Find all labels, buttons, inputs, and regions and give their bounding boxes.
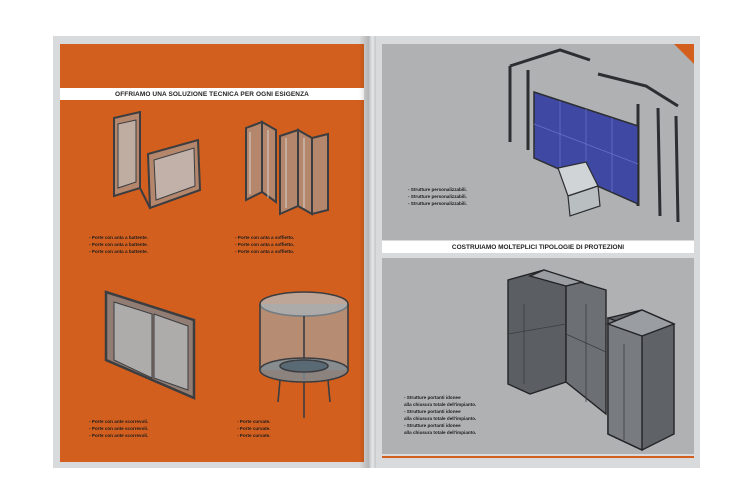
folding-door-icon xyxy=(245,120,329,216)
orange-corner xyxy=(674,44,694,64)
caption-enclosure: - Strutture portanti idonee alla chiusur… xyxy=(404,395,477,435)
custom-frame-structure-icon xyxy=(508,48,680,223)
caption-sliding: - Porte con ante scorrevoli. - Porte con… xyxy=(89,419,149,438)
caption-hinged: - Porte con anta a battente. - Porte con… xyxy=(89,235,148,254)
brochure-spread: OFFRIAMO UNA SOLUZIONE TECNICA PER OGNI … xyxy=(53,36,700,468)
left-banner-text: OFFRIAMO UNA SOLUZIONE TECNICA PER OGNI … xyxy=(115,90,309,98)
caption-curved: - Porte curvate. - Porte curvate. - Port… xyxy=(237,419,271,438)
left-fold-shadow xyxy=(359,36,369,468)
bottom-orange-stripe xyxy=(382,456,694,458)
right-banner-text: COSTRUIAMO MOLTEPLICI TIPOLOGIE DI PROTE… xyxy=(451,243,625,251)
caption-folding: - Porte con anta a soffietto. - Porte co… xyxy=(235,235,295,254)
spine xyxy=(369,36,376,468)
orange-panel: OFFRIAMO UNA SOLUZIONE TECNICA PER OGNI … xyxy=(60,44,364,462)
right-page: - Strutture personalizzabili. - Struttur… xyxy=(376,36,700,468)
hinged-door-single-icon xyxy=(113,110,202,210)
left-page: OFFRIAMO UNA SOLUZIONE TECNICA PER OGNI … xyxy=(53,36,369,468)
left-banner: OFFRIAMO UNA SOLUZIONE TECNICA PER OGNI … xyxy=(60,88,364,100)
right-banner: COSTRUIAMO MOLTEPLICI TIPOLOGIE DI PROTE… xyxy=(382,241,694,253)
caption-custom: - Strutture personalizzabili. - Struttur… xyxy=(408,187,467,206)
sliding-door-icon xyxy=(104,290,196,400)
enclosure-cabinet-icon xyxy=(507,269,676,452)
circular-enclosure-icon xyxy=(259,291,349,418)
